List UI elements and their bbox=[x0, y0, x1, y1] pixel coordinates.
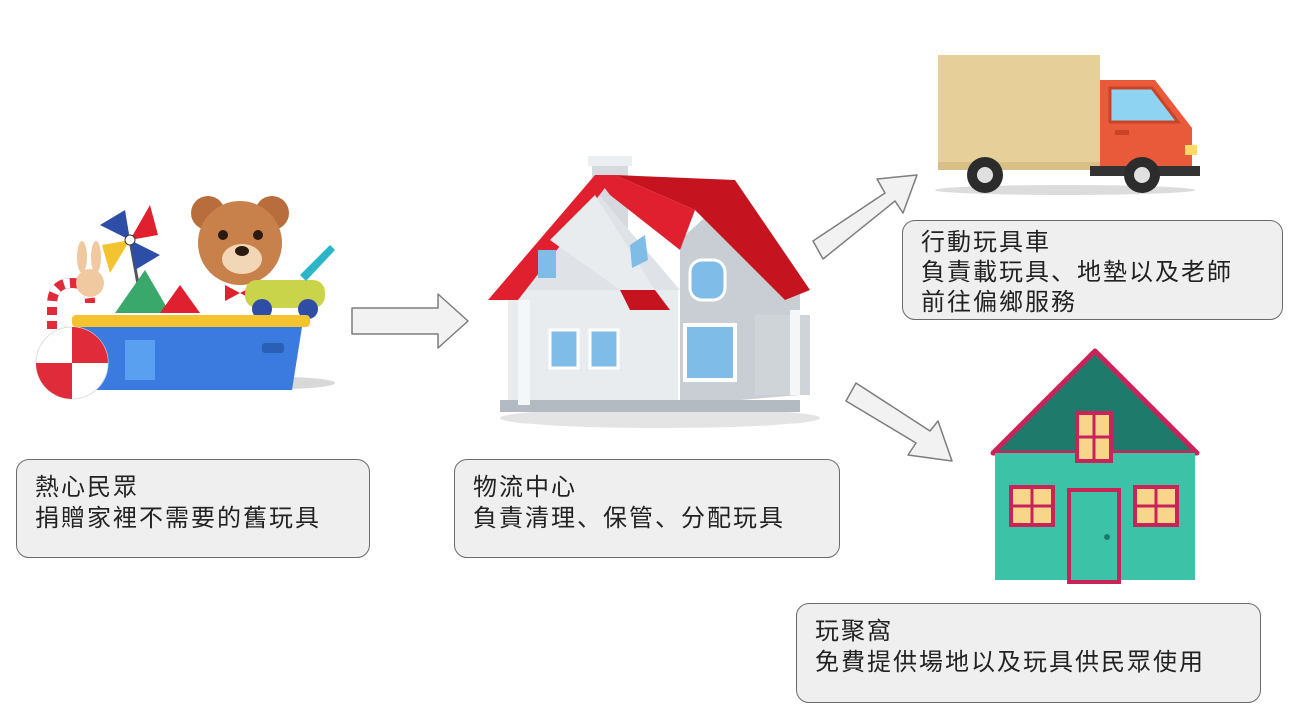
truck-illustration bbox=[935, 55, 1200, 195]
arrow-down-right-icon bbox=[845, 382, 953, 462]
playhouse-illustration bbox=[990, 348, 1200, 584]
logistics-box: 物流中心 負責清理、保管、分配玩具 bbox=[454, 459, 840, 558]
truck-description-line1: 負責載玩具、地墊以及老師 bbox=[921, 258, 1233, 286]
toy-box-illustration bbox=[35, 196, 335, 400]
house-illustration bbox=[488, 156, 820, 428]
logistics-description: 負責清理、保管、分配玩具 bbox=[473, 504, 785, 532]
playhouse-description: 免費提供場地以及玩具供民眾使用 bbox=[815, 648, 1205, 676]
logistics-title: 物流中心 bbox=[473, 473, 577, 501]
truck-description-line2: 前往偏鄉服務 bbox=[921, 288, 1077, 316]
playhouse-box: 玩聚窩 免費提供場地以及玩具供民眾使用 bbox=[796, 603, 1261, 703]
donors-description: 捐贈家裡不需要的舊玩具 bbox=[35, 504, 321, 532]
playhouse-title: 玩聚窩 bbox=[815, 617, 893, 645]
truck-box: 行動玩具車 負責載玩具、地墊以及老師 前往偏鄉服務 bbox=[902, 220, 1283, 320]
truck-title: 行動玩具車 bbox=[921, 228, 1051, 256]
donors-box: 熱心民眾 捐贈家裡不需要的舊玩具 bbox=[16, 459, 370, 558]
arrow-up-right-icon bbox=[812, 174, 918, 260]
arrow-right-icon bbox=[351, 293, 469, 349]
donors-title: 熱心民眾 bbox=[35, 473, 139, 501]
